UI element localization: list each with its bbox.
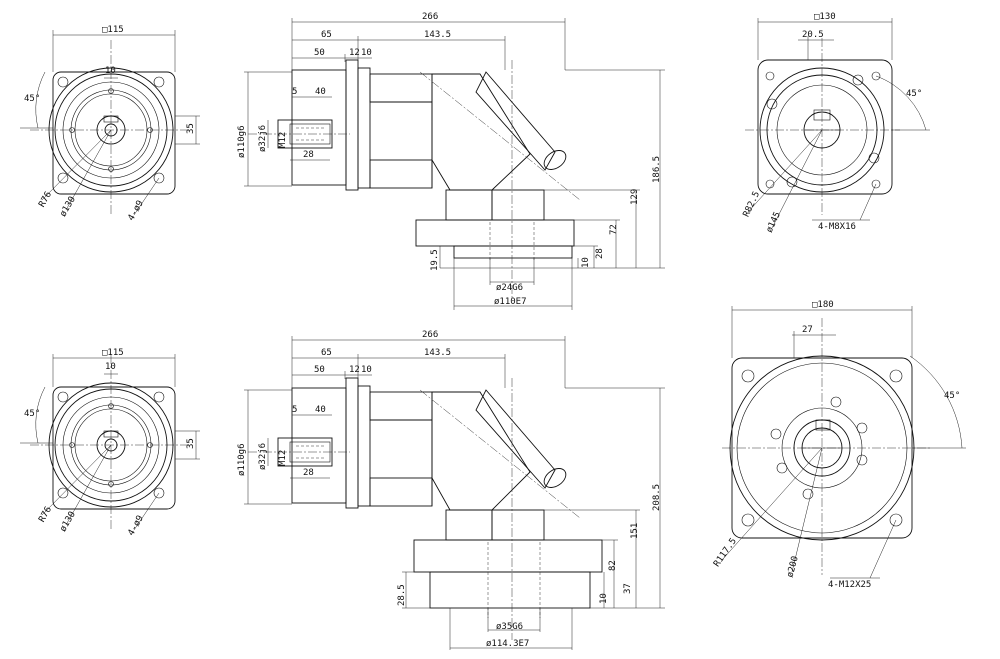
bottom-side-28-label: 28: [303, 468, 314, 478]
bottom-out-r-label: R117.5: [712, 537, 739, 569]
bottom-front-key-label: 10: [105, 362, 116, 372]
bottom-front-r-label: R76: [37, 505, 54, 524]
bottom-side-shaft-label: ø32j6: [258, 443, 268, 470]
top-side-total-label: 266: [422, 12, 438, 22]
top-out-pcd-label: ø145: [765, 211, 783, 235]
bottom-side-37-label: 37: [623, 583, 633, 594]
bottom-out-angle-label: 45°: [944, 391, 960, 401]
top-side-195-label: 19.5: [430, 249, 440, 271]
top-side-129-label: 129: [630, 189, 640, 205]
top-side-40-label: 40: [315, 87, 326, 97]
top-front-view: □115 10 45° 35 R76 ø130 4-ø9: [20, 25, 200, 223]
bottom-out-square-label: □180: [812, 300, 834, 310]
bottom-front-square-label: □115: [102, 348, 124, 358]
bottom-side-151-label: 151: [630, 523, 640, 539]
top-side-flange-label: ø110g6: [237, 125, 247, 158]
top-out-angle-label: 45°: [906, 89, 922, 99]
top-front-square-label: □115: [102, 25, 124, 35]
bottom-out-pcd-label: ø200: [786, 555, 801, 579]
bottom-out-key-label: 27: [802, 325, 813, 335]
bottom-front-view: □115 10 45° 35 R76 ø130 4-ø9: [20, 348, 200, 538]
top-out-square-label: □130: [814, 12, 836, 22]
top-side-10b-label: 10: [581, 257, 591, 268]
top-side-72-label: 72: [609, 224, 619, 235]
bottom-front-pcd-label: ø130: [58, 510, 78, 534]
bottom-side-285-label: 28.5: [397, 584, 407, 606]
bottom-out-holes-label: 4-M12X25: [828, 580, 871, 590]
top-side-shaft-label: ø32j6: [258, 125, 268, 152]
bottom-side-1435-label: 143.5: [424, 348, 451, 358]
top-side-10-label: 10: [361, 48, 372, 58]
bottom-side-12-label: 12: [349, 365, 360, 375]
bottom-side-10b-label: 10: [599, 593, 609, 604]
top-out-r-label: R82.5: [742, 190, 763, 219]
bottom-side-82-label: 82: [608, 560, 618, 571]
top-front-holes-label: 4-ø9: [126, 199, 146, 223]
top-front-key-label: 10: [105, 66, 116, 76]
bottom-side-5-label: 5: [292, 405, 297, 415]
top-side-thread-label: M12: [278, 132, 288, 148]
top-side-view: 266 65 143.5 50 12 10: [237, 12, 665, 310]
bottom-side-view: 266 65 143.5 50 12 10: [237, 330, 665, 650]
bottom-front-angle-label: 45°: [24, 409, 40, 419]
top-front-height-label: 35: [186, 123, 196, 134]
top-side-12-label: 12: [349, 48, 360, 58]
top-side-1435-label: 143.5: [424, 30, 451, 40]
top-side-1865-label: 186.5: [652, 156, 662, 183]
bottom-side-40-label: 40: [315, 405, 326, 415]
bottom-front-height-label: 35: [186, 438, 196, 449]
bottom-side-pilot-label: ø114.3E7: [486, 639, 529, 649]
bottom-side-50-label: 50: [314, 365, 325, 375]
bottom-side-total-label: 266: [422, 330, 438, 340]
top-front-angle-label: 45°: [24, 94, 40, 104]
top-side-65-label: 65: [321, 30, 332, 40]
top-side-28-label: 28: [303, 150, 314, 160]
bottom-side-2085-label: 208.5: [652, 484, 662, 511]
bottom-front-holes-label: 4-ø9: [126, 514, 146, 538]
top-front-pcd-label: ø130: [58, 195, 78, 219]
top-side-pilot-label: ø110E7: [494, 297, 527, 307]
top-side-bore-label: ø24G6: [496, 283, 523, 293]
top-out-holes-label: 4-M8X16: [818, 222, 856, 232]
top-output-view: □130 20.5 45° R82.5 ø145 4-M8X16: [742, 12, 930, 234]
bottom-side-thread-label: M12: [278, 450, 288, 466]
top-out-key-label: 20.5: [802, 30, 824, 40]
bottom-side-bore-label: ø35G6: [496, 622, 523, 632]
top-side-50-label: 50: [314, 48, 325, 58]
top-side-5-label: 5: [292, 87, 297, 97]
bottom-output-view: □180 27 45° R117.5 ø200 4-M12X25: [712, 300, 966, 590]
top-front-r-label: R76: [37, 190, 54, 209]
bottom-side-10-label: 10: [361, 365, 372, 375]
top-side-28b-label: 28: [595, 248, 605, 259]
bottom-side-flange-label: ø110g6: [237, 443, 247, 476]
bottom-side-65-label: 65: [321, 348, 332, 358]
